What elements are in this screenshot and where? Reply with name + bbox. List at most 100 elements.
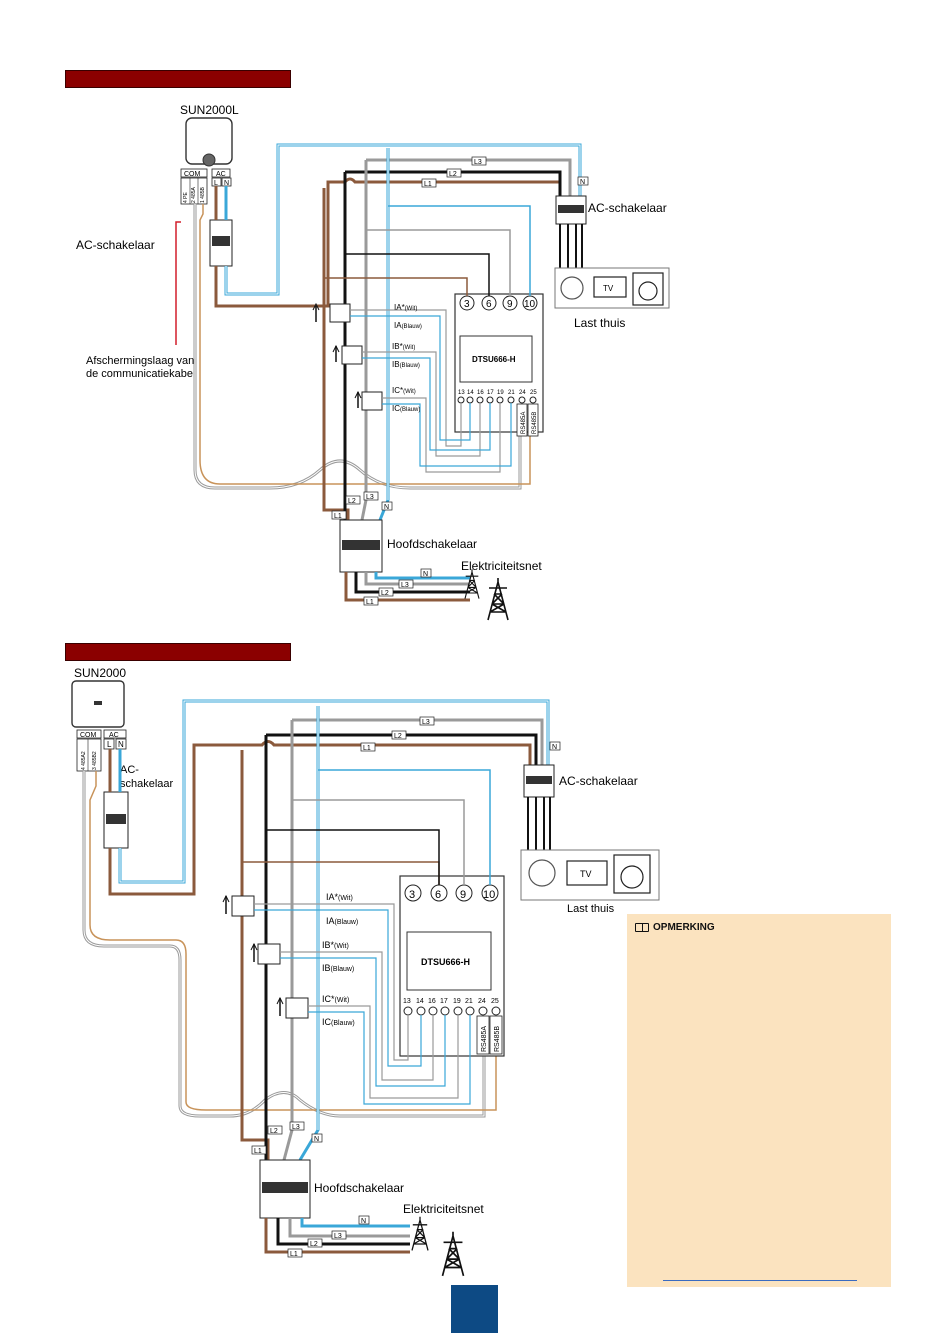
book-icon: [635, 923, 649, 932]
wire-l3-2b: L3: [292, 1124, 300, 1131]
ct-2-ib-star-sup: *: [331, 940, 335, 950]
ct-1-ia: IA: [394, 321, 402, 330]
meter-1-b25: 25: [530, 390, 537, 396]
svg-text:IC(Blauw): IC(Blauw): [322, 1017, 355, 1027]
ac-switch-2-left-label-a: AC-: [120, 764, 139, 776]
com-label-1: COM: [184, 171, 201, 178]
meter-2-b24: 24: [478, 998, 486, 1005]
ct-2-ic: IC: [322, 1017, 332, 1027]
ct-1-ic-note: (Blauw): [400, 407, 420, 413]
svg-text:IA*(Wit): IA*(Wit): [394, 303, 417, 312]
wire-l2-1c: L2: [381, 590, 389, 597]
page-number-tab: [451, 1285, 498, 1333]
ct-1-ib: IB: [392, 360, 400, 369]
meter-2-b16: 16: [428, 998, 436, 1005]
meter-1-b21: 21: [508, 390, 515, 396]
washer-icon-2: [613, 854, 651, 894]
wire-n-2c: N: [361, 1218, 366, 1225]
meter-1-b24: 24: [519, 390, 526, 396]
note-panel: OPMERKING: [627, 914, 891, 1287]
ac-switch-1-left-label: AC-schakelaar: [76, 238, 155, 252]
meter-2-b25: 25: [491, 998, 499, 1005]
com-pin-1-3: 1 485B: [200, 186, 206, 203]
com-label-2: COM: [80, 732, 97, 739]
ct-clamp-c-1: [354, 390, 383, 411]
ac-switch-2-right-label: AC-schakelaar: [559, 774, 638, 788]
ct-1-ic-star-sup: *: [400, 386, 403, 395]
meter-1-b16: 16: [477, 390, 484, 396]
meter-2-b21: 21: [465, 998, 473, 1005]
tv-label-1: TV: [603, 284, 614, 293]
port-l-1: L: [214, 180, 218, 187]
ct-clamp-a-2: [222, 894, 255, 917]
meter-1-t6: 6: [486, 299, 492, 310]
ct-2-ib-star: IB: [322, 940, 331, 950]
ct-2-ic-star-note: (Wit): [335, 997, 350, 1004]
ct-1-ia-star-note: (Wit): [405, 306, 418, 312]
wire-l1-2b: L1: [254, 1148, 262, 1155]
section-header-bar-1: [65, 70, 291, 88]
ac-label-2: AC: [109, 732, 119, 739]
meter-2-t6: 6: [435, 889, 441, 901]
bulb-icon-2: [528, 859, 556, 887]
ct-2-ia-star: IA: [326, 892, 335, 902]
note-link-underline[interactable]: [663, 1280, 857, 1281]
wire-l2-2b: L2: [270, 1128, 278, 1135]
ac-switch-1-right-label: AC-schakelaar: [588, 201, 667, 215]
ct-2-ib: IB: [322, 963, 331, 973]
wire-l2-2: L2: [394, 733, 402, 740]
com-pin-1-2: 2 485A: [191, 186, 197, 203]
ct-2-ia: IA: [326, 916, 335, 926]
meter-2-b17: 17: [440, 998, 448, 1005]
wire-l3-2c: L3: [334, 1233, 342, 1240]
wire-l1-1: L1: [424, 181, 432, 188]
inverter-2-label: SUN2000: [74, 666, 126, 680]
wire-l3-2: L3: [422, 719, 430, 726]
wire-l1-2: L1: [363, 745, 371, 752]
meter-2-label: DTSU666-H: [421, 957, 470, 967]
meter-2-t3: 3: [409, 889, 415, 901]
ct-1-ic-star: IC: [392, 386, 400, 395]
meter-1-t10: 10: [524, 299, 536, 310]
ct-clamp-b-1: [332, 344, 363, 365]
wire-l3-1c: L3: [401, 582, 409, 589]
ct-1-ic-star-note: (Wit): [403, 389, 416, 395]
meter-1-top-terminals: 3 6 9 10: [459, 295, 538, 311]
ct-1-ib-star-sup: *: [400, 342, 403, 351]
note-heading-text: OPMERKING: [653, 922, 715, 933]
com-pin-1-1: 4 PE: [183, 191, 189, 203]
wire-n-2: N: [552, 744, 557, 751]
tv-icon-2: [566, 860, 608, 886]
ct-1-ia-star-sup: *: [402, 303, 405, 312]
wire-l1-1c: L1: [366, 599, 374, 606]
ct-clamp-a-1: [312, 302, 351, 323]
svg-text:IA(Blauw): IA(Blauw): [394, 321, 422, 330]
shield-label-1b: de communicatiekabel: [86, 368, 195, 380]
load-label-2: Last thuis: [567, 903, 615, 915]
main-switch-2-label: Hoofdschakelaar: [314, 1181, 404, 1195]
com-pin-2-1: 4 485A2: [81, 751, 87, 770]
svg-text:IA(Blauw): IA(Blauw): [326, 916, 358, 926]
ct-2-ib-note: (Blauw): [331, 966, 355, 973]
wire-l2-1: L2: [449, 171, 457, 178]
ct-1-ib-note: (Blauw): [400, 363, 420, 369]
port-n-2: N: [118, 740, 124, 749]
section-header-bar-2: [65, 643, 291, 661]
tv-icon: [593, 276, 627, 298]
meter-1-b17: 17: [487, 390, 494, 396]
wire-n-2b: N: [314, 1136, 319, 1143]
port-l-2: L: [107, 740, 112, 749]
meter-2-b13: 13: [403, 998, 411, 1005]
ct-2-ia-star-note: (Wit): [338, 895, 353, 902]
wire-l1-2c: L1: [290, 1251, 298, 1258]
ct-1-ia-star: IA: [394, 303, 402, 312]
grid-label-1: Elektriciteitsnet: [461, 559, 542, 573]
inverter-1-label: SUN2000L: [180, 103, 239, 117]
ct-2-ia-star-sup: *: [335, 892, 339, 902]
ct-1-ia-note: (Blauw): [402, 324, 422, 330]
svg-text:IB*(Wit): IB*(Wit): [322, 940, 349, 950]
ct-2-ia-note: (Blauw): [335, 919, 359, 926]
main-switch-1-label: Hoofdschakelaar: [387, 537, 477, 551]
meter-2-bottom-terminals: 13 14 16 17 19 21 24 25: [403, 998, 501, 1016]
